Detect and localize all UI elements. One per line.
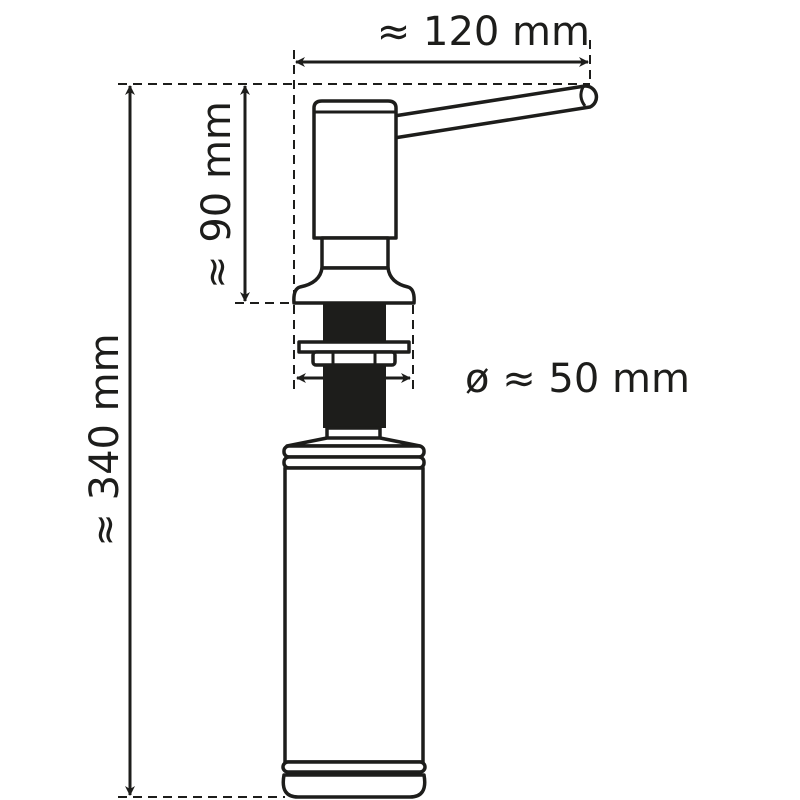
bottle-base — [281, 773, 427, 799]
bottle-bottom-ring — [281, 760, 427, 774]
bottle-body — [283, 466, 425, 764]
diameter-label: ø ≈ 50 mm — [465, 356, 690, 402]
total-height-label: ≈ 340 mm — [82, 333, 128, 546]
flange — [292, 266, 416, 305]
neck — [320, 236, 390, 270]
lever — [392, 84, 599, 140]
reference-lines — [118, 40, 591, 798]
pump-head — [312, 99, 398, 240]
width-label: ≈ 120 mm — [377, 9, 590, 55]
nut — [311, 350, 397, 367]
dispenser-illustration — [281, 84, 599, 799]
head-height-label: ≈ 90 mm — [194, 101, 240, 289]
